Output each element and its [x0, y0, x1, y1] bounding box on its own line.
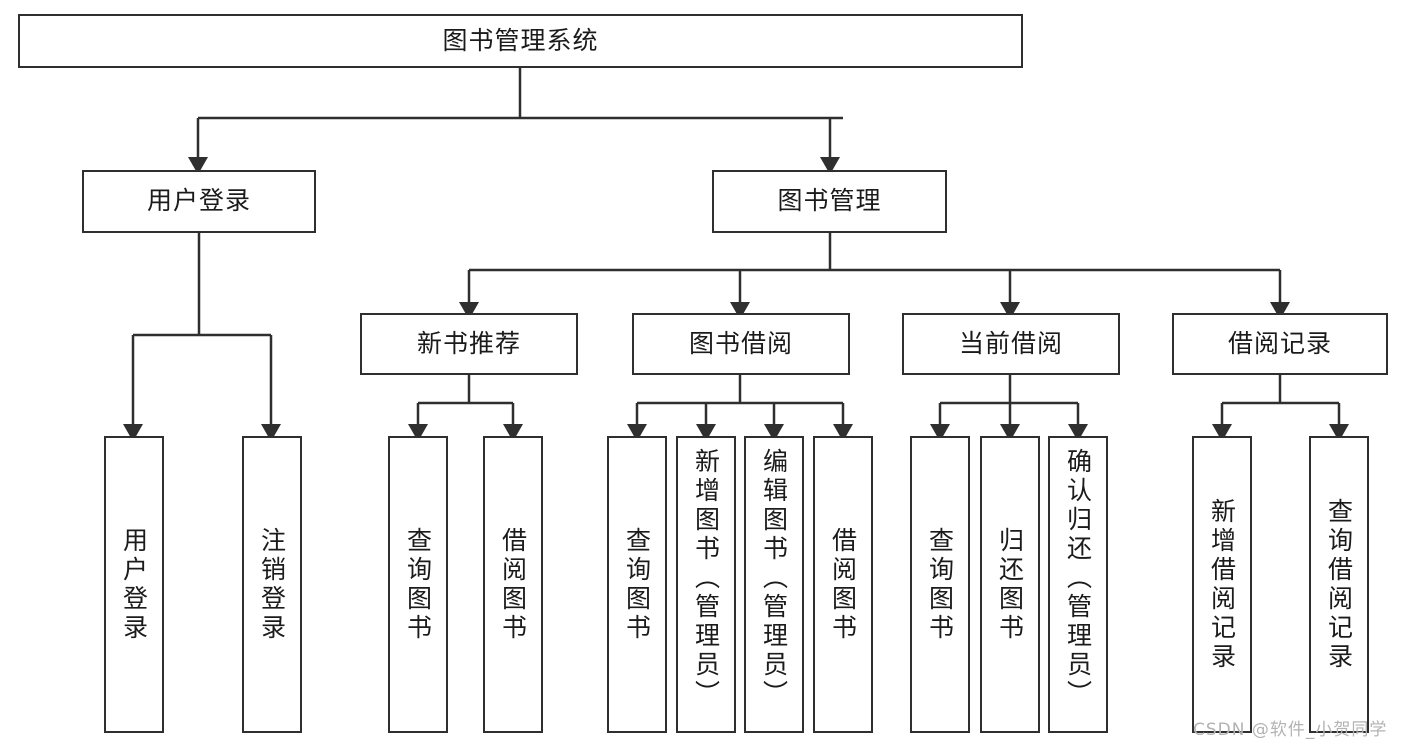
leaf-book-borrow-edit[interactable]: 编辑图书（管理员）	[744, 436, 804, 733]
node-label: 归还图书	[995, 526, 1025, 643]
leaf-borrow-record-query[interactable]: 查询借阅记录	[1309, 436, 1369, 733]
node-label: 借阅记录	[1227, 328, 1332, 358]
node-current-borrow[interactable]: 当前借阅	[902, 313, 1120, 375]
node-label: 图书借阅	[688, 328, 793, 358]
node-label: 新增图书（管理员）	[691, 448, 721, 709]
leaf-user-login-logout[interactable]: 注销登录	[242, 436, 302, 733]
node-label: 图书管理	[777, 186, 882, 216]
leaf-book-borrow-add[interactable]: 新增图书（管理员）	[676, 436, 736, 733]
leaf-current-borrow-return[interactable]: 归还图书	[980, 436, 1040, 733]
node-label: 新增借阅记录	[1207, 497, 1237, 672]
node-label: 查询图书	[403, 526, 433, 643]
node-book-borrow[interactable]: 图书借阅	[632, 313, 850, 375]
leaf-current-borrow-query[interactable]: 查询图书	[910, 436, 970, 733]
node-label: 查询借阅记录	[1324, 497, 1354, 672]
node-label: 图书管理系统	[442, 25, 599, 55]
leaf-book-borrow-borrow[interactable]: 借阅图书	[813, 436, 873, 733]
leaf-user-login-login[interactable]: 用户登录	[104, 436, 164, 733]
node-label: 注销登录	[257, 526, 287, 643]
node-label: 确认归还（管理员）	[1063, 448, 1093, 709]
leaf-new-book-borrow[interactable]: 借阅图书	[483, 436, 543, 733]
leaf-book-borrow-query[interactable]: 查询图书	[607, 436, 667, 733]
node-book-management[interactable]: 图书管理	[712, 170, 947, 233]
node-label: 用户登录	[119, 526, 149, 643]
node-label: 查询图书	[925, 526, 955, 643]
node-label: 查询图书	[622, 526, 652, 643]
node-label: 编辑图书（管理员）	[759, 448, 789, 709]
node-user-login[interactable]: 用户登录	[82, 170, 316, 233]
node-borrow-record[interactable]: 借阅记录	[1172, 313, 1388, 375]
node-new-book-recommend[interactable]: 新书推荐	[360, 313, 578, 375]
leaf-borrow-record-add[interactable]: 新增借阅记录	[1192, 436, 1252, 733]
node-label: 用户登录	[146, 186, 251, 216]
node-root-book-management-system[interactable]: 图书管理系统	[18, 14, 1023, 68]
node-label: 借阅图书	[498, 526, 528, 643]
node-label: 新书推荐	[416, 328, 521, 358]
leaf-new-book-query[interactable]: 查询图书	[388, 436, 448, 733]
node-label: 借阅图书	[828, 526, 858, 643]
csdn-watermark: CSDN @软件_小贺同学	[1193, 720, 1388, 740]
node-label: 当前借阅	[958, 328, 1063, 358]
leaf-current-borrow-confirm-return[interactable]: 确认归还（管理员）	[1048, 436, 1108, 733]
